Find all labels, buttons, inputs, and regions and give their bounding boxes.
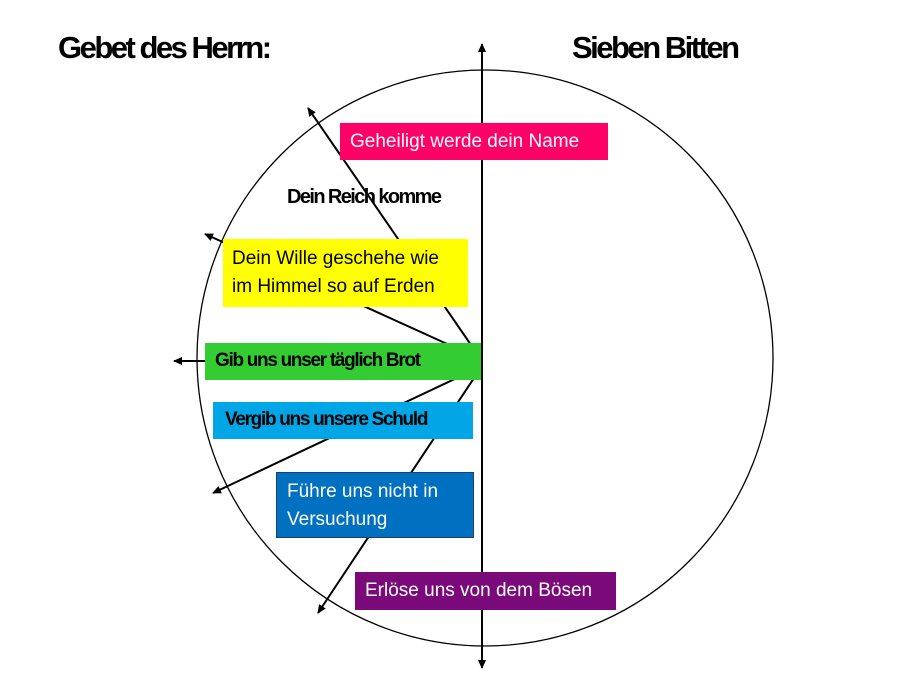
petition-3-box: Dein Wille geschehe wie im Himmel so auf… xyxy=(223,239,468,307)
petition-3-line1: Dein Wille geschehe wie xyxy=(232,248,439,269)
title-left: Gebet des Herrn: xyxy=(58,30,272,65)
petition-4-label: Gib uns unser täglich Brot xyxy=(215,350,421,371)
main-circle xyxy=(196,69,774,647)
petition-7-box: Erlöse uns von dem Bösen xyxy=(355,572,616,610)
petition-1-box: Geheiligt werde dein Name xyxy=(340,123,608,160)
petition-5-label: Vergib uns unsere Schuld xyxy=(225,409,428,430)
petition-6-line2: Versuchung xyxy=(287,509,388,530)
petition-3-line2: im Himmel so auf Erden xyxy=(232,276,435,297)
petition-2-label: Dein Reich komme xyxy=(287,186,442,208)
petition-1-label: Geheiligt werde dein Name xyxy=(350,131,580,152)
ray-p1 xyxy=(307,107,481,359)
petition-6-line1: Führe uns nicht in xyxy=(287,481,439,502)
petition-4-box: Gib uns unser täglich Brot xyxy=(205,343,481,380)
petition-6-box: Führe uns nicht in Versuchung xyxy=(276,472,474,538)
petition-7-label: Erlöse uns von dem Bösen xyxy=(365,580,593,601)
title-right: Sieben Bitten xyxy=(572,30,740,65)
petition-5-box: Vergib uns unsere Schuld xyxy=(213,402,473,439)
